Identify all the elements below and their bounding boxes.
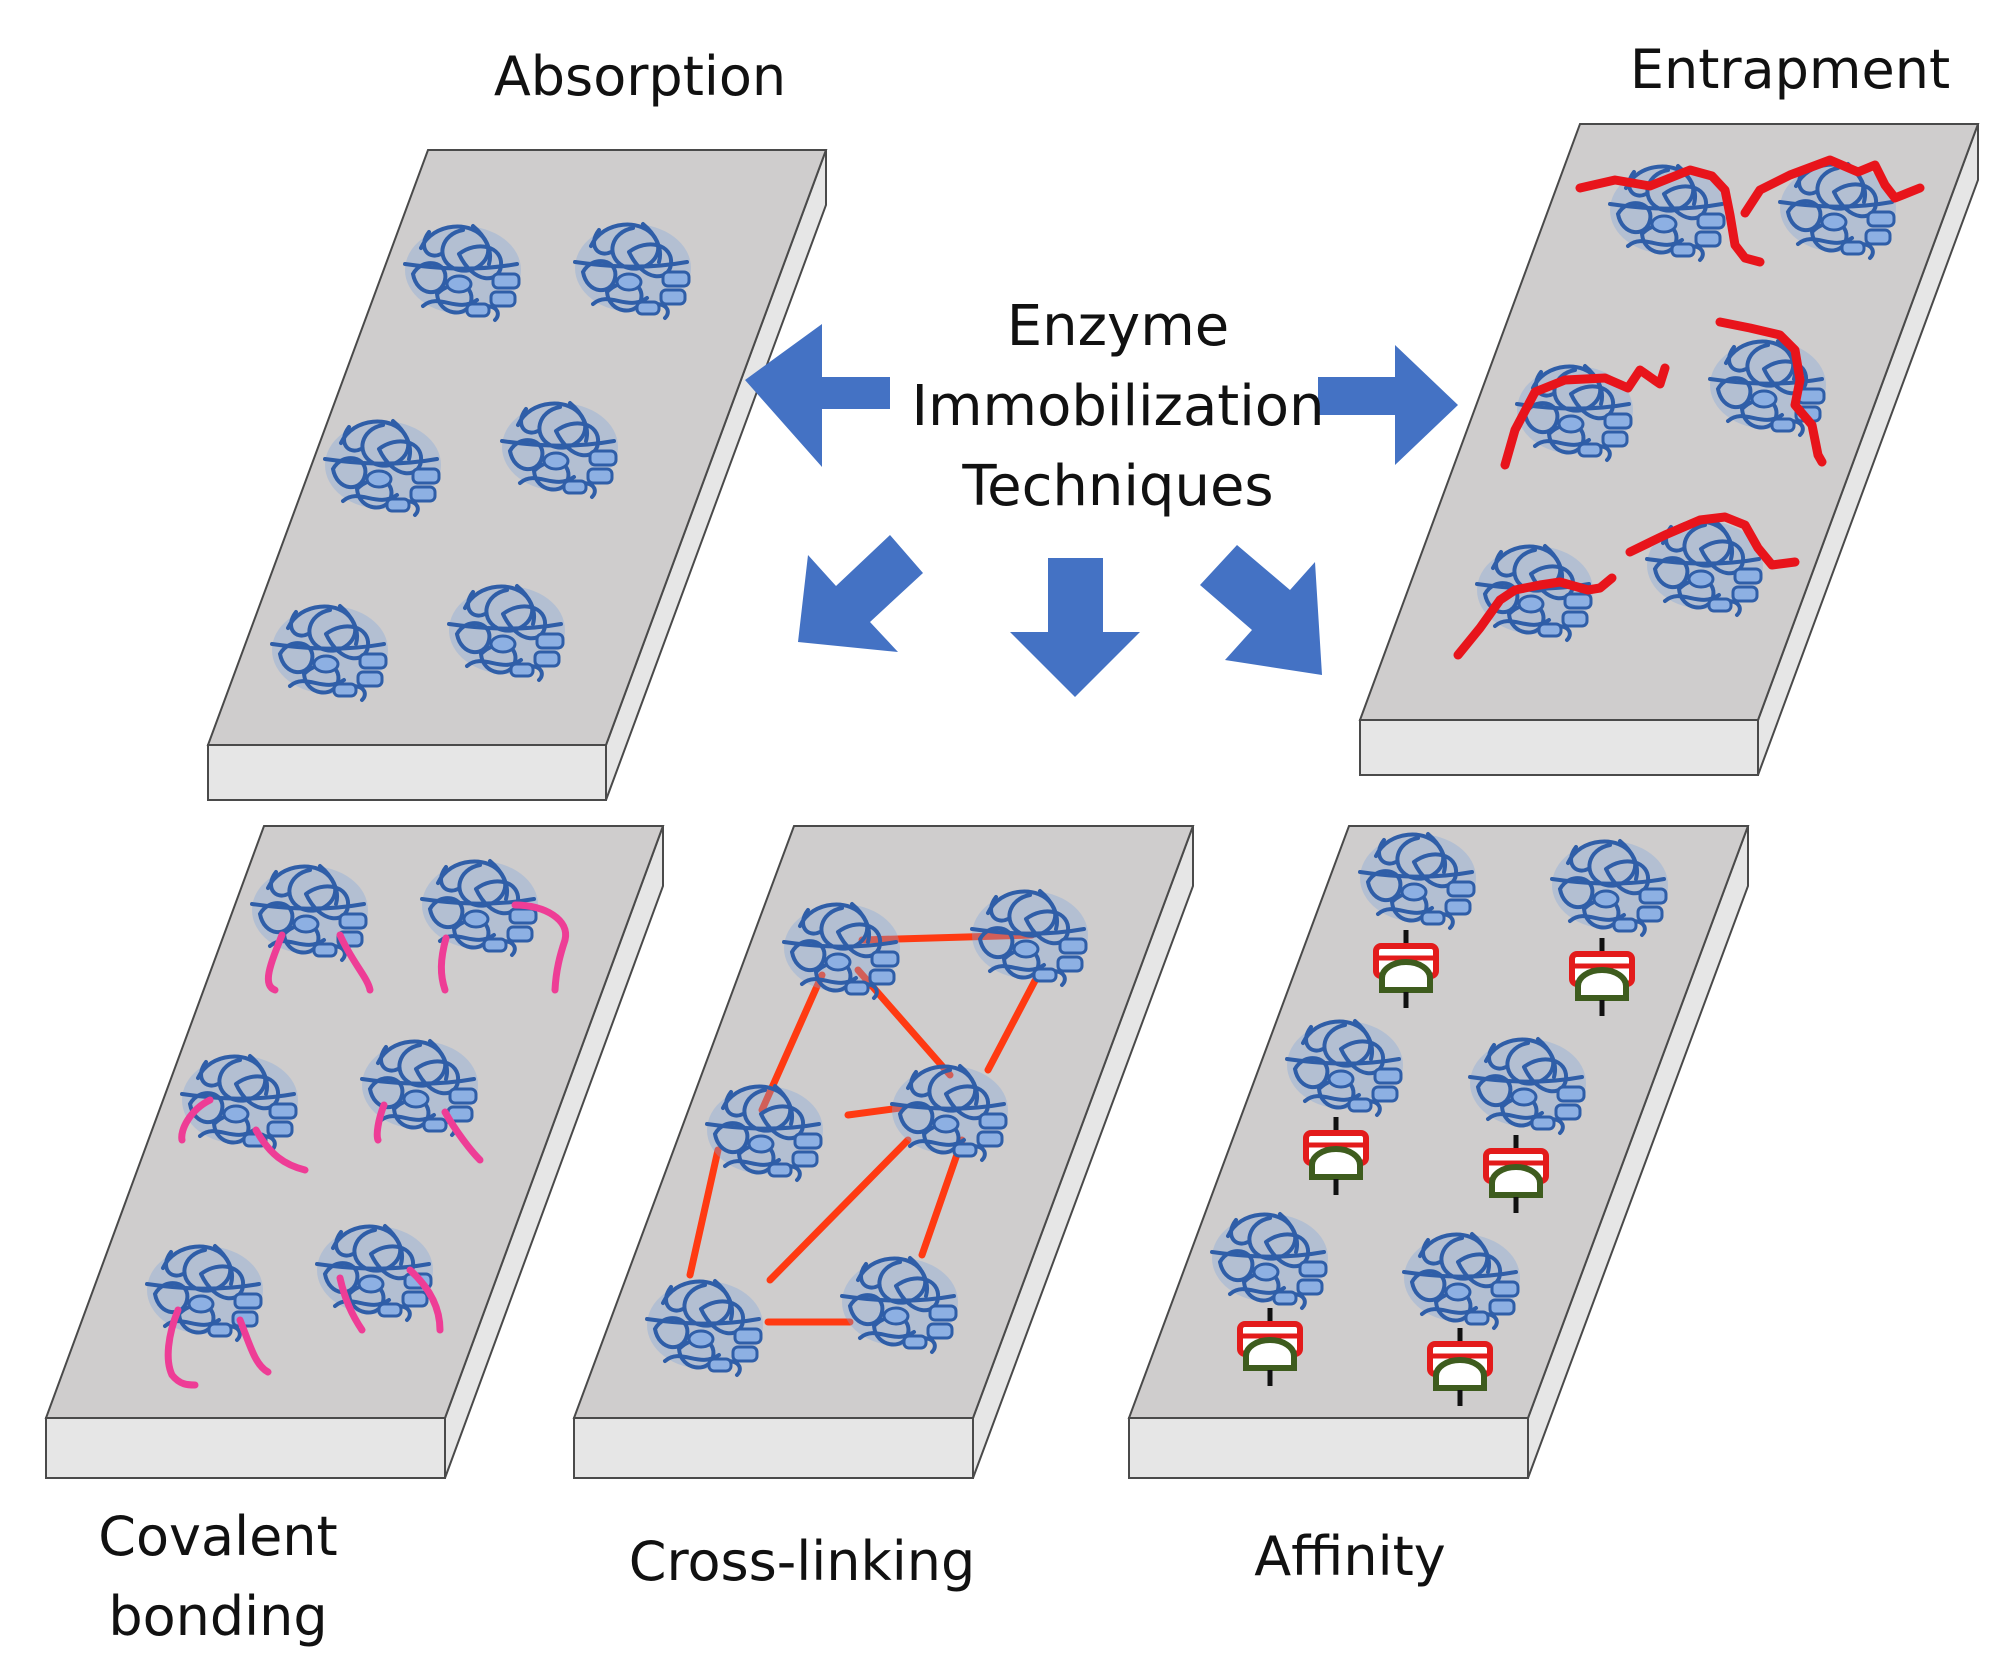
arrow-down-left [798,535,923,652]
labels: Enzyme Immobilization Techniques Absorpt… [98,38,1950,1648]
arrow-left [745,324,890,467]
arrow-down [1010,558,1140,697]
label-absorption: Absorption [494,45,786,108]
label-covalent-line-1: Covalent [98,1505,337,1568]
arrow-right [1318,345,1458,465]
label-covalent-line-2: bonding [108,1585,327,1648]
entrapment-polymer-lines [1453,155,1925,660]
arrows [745,324,1458,697]
title-line-3: Techniques [961,454,1273,519]
title-line-2: Immobilization [911,374,1324,439]
title-line-1: Enzyme [1007,294,1229,359]
covalent-links [164,901,570,1389]
affinity-tags [1237,930,1635,1406]
label-crosslinking: Cross-linking [629,1530,976,1593]
label-entrapment: Entrapment [1630,38,1950,101]
arrow-down-right [1200,545,1322,675]
label-affinity: Affinity [1254,1525,1446,1588]
